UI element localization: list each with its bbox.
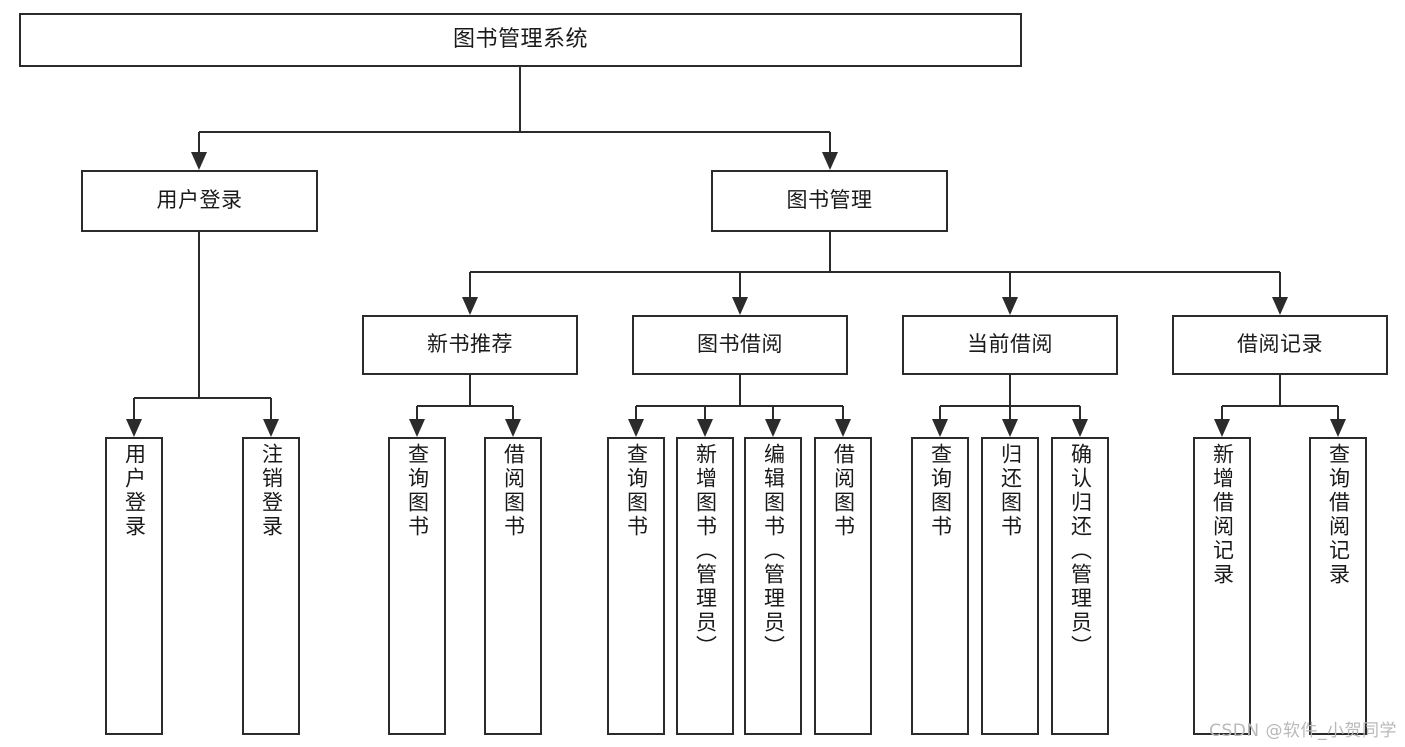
node-new-book-recommend[interactable]: 新书推荐 xyxy=(362,315,578,375)
node-label: 新增借阅记录 xyxy=(1210,443,1235,587)
node-label: 归还图书 xyxy=(998,443,1023,539)
leaf-current-query-book[interactable]: 查询图书 xyxy=(911,437,969,735)
node-label: 查询图书 xyxy=(405,443,430,539)
node-label: 新书推荐 xyxy=(427,332,513,357)
leaf-current-confirm-return-admin[interactable]: 确认归还（管理员） xyxy=(1051,437,1109,735)
leaf-borrow-query-book[interactable]: 查询图书 xyxy=(607,437,665,735)
leaf-recommend-borrow-book[interactable]: 借阅图书 xyxy=(484,437,542,735)
node-label: 查询借阅记录 xyxy=(1326,443,1351,587)
leaf-borrow-add-book-admin[interactable]: 新增图书（管理员） xyxy=(676,437,734,735)
leaf-borrow-edit-book-admin[interactable]: 编辑图书（管理员） xyxy=(744,437,802,735)
node-label: 图书管理 xyxy=(786,188,873,213)
node-label: 新增图书（管理员） xyxy=(693,443,718,659)
leaf-current-return-book[interactable]: 归还图书 xyxy=(981,437,1039,735)
leaf-record-query-borrow-record[interactable]: 查询借阅记录 xyxy=(1309,437,1367,735)
node-label: 注销登录 xyxy=(259,443,284,539)
leaf-borrow-borrow-book[interactable]: 借阅图书 xyxy=(814,437,872,735)
node-user-login[interactable]: 用户登录 xyxy=(81,170,318,232)
node-label: 借阅图书 xyxy=(501,443,526,539)
node-label: 确认归还（管理员） xyxy=(1068,443,1093,659)
leaf-record-add-borrow-record[interactable]: 新增借阅记录 xyxy=(1193,437,1251,735)
node-label: 用户登录 xyxy=(156,188,243,213)
node-label: 查询图书 xyxy=(624,443,649,539)
node-label: 借阅图书 xyxy=(831,443,856,539)
node-current-borrow[interactable]: 当前借阅 xyxy=(902,315,1118,375)
node-label: 图书管理系统 xyxy=(452,26,588,52)
node-book-borrow[interactable]: 图书借阅 xyxy=(632,315,848,375)
leaf-recommend-query-book[interactable]: 查询图书 xyxy=(388,437,446,735)
node-label: 借阅记录 xyxy=(1237,332,1323,357)
node-label: 当前借阅 xyxy=(967,332,1053,357)
leaf-logout[interactable]: 注销登录 xyxy=(242,437,300,735)
leaf-user-login[interactable]: 用户登录 xyxy=(105,437,163,735)
node-borrow-record[interactable]: 借阅记录 xyxy=(1172,315,1388,375)
node-label: 图书借阅 xyxy=(697,332,783,357)
csdn-watermark: CSDN @软件_小贺同学 xyxy=(1209,721,1397,741)
node-label: 编辑图书（管理员） xyxy=(761,443,786,659)
node-label: 查询图书 xyxy=(928,443,953,539)
node-book-management[interactable]: 图书管理 xyxy=(711,170,948,232)
node-label: 用户登录 xyxy=(122,443,147,539)
node-root-system[interactable]: 图书管理系统 xyxy=(19,13,1022,67)
